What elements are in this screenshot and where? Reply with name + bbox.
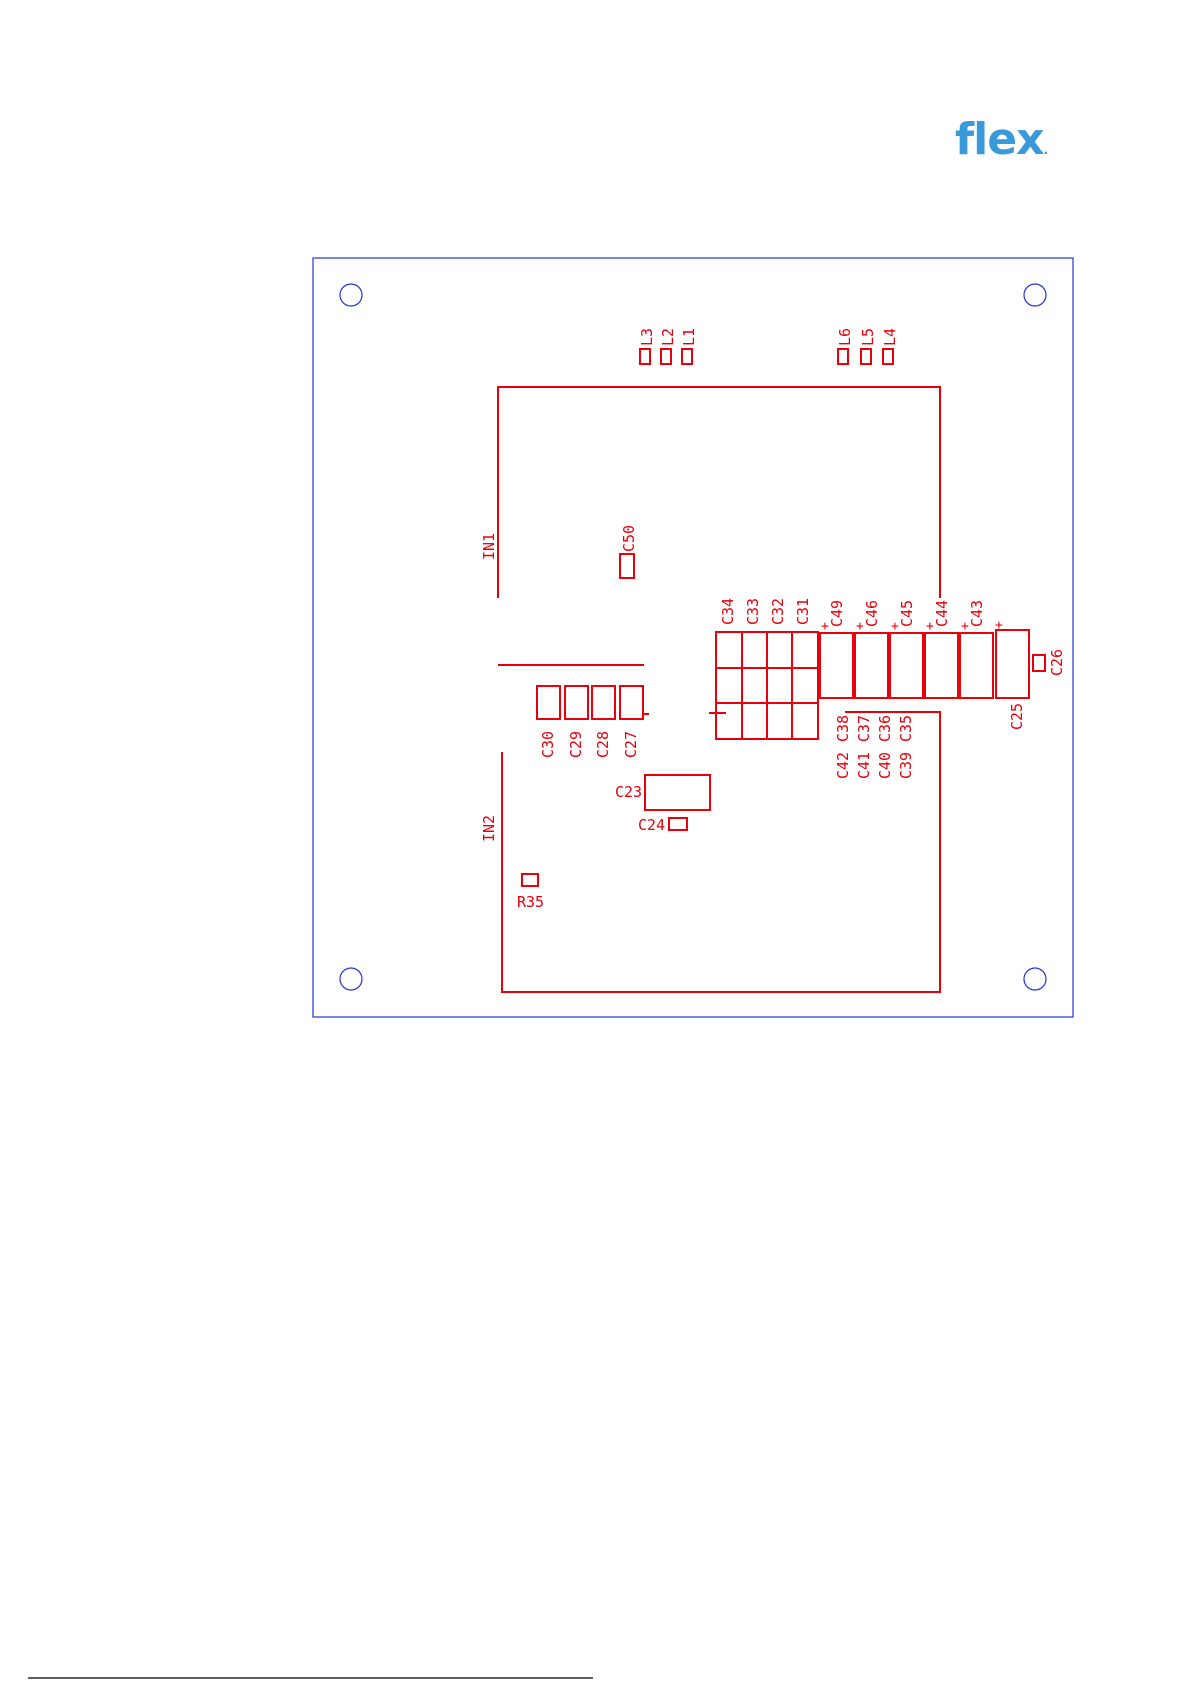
capacitor-c25 xyxy=(996,630,1029,698)
label-c39: C39 xyxy=(897,752,915,779)
label-l3: L3 xyxy=(638,328,656,346)
label-c50: C50 xyxy=(620,525,638,552)
footer-rule xyxy=(0,1676,1191,1685)
label-c32: C32 xyxy=(769,598,787,625)
label-c26: C26 xyxy=(1048,649,1066,676)
inductor-l1-pad xyxy=(682,349,692,364)
capacitor-c28 xyxy=(592,686,615,719)
capacitor-c43 xyxy=(960,633,993,698)
capacitor-c30 xyxy=(537,686,560,719)
label-c44: C44 xyxy=(933,600,951,627)
label-c49: C49 xyxy=(828,600,846,627)
label-c25: C25 xyxy=(1008,703,1026,730)
mounting-hole-bottom-right xyxy=(1024,968,1046,990)
label-l5: L5 xyxy=(859,328,877,346)
label-c41: C41 xyxy=(855,752,873,779)
capacitor-c44 xyxy=(925,633,958,698)
label-l1: L1 xyxy=(680,328,698,346)
label-in2: IN2 xyxy=(480,815,498,842)
label-c45: C45 xyxy=(898,600,916,627)
label-c36: C36 xyxy=(876,715,894,742)
label-c31: C31 xyxy=(794,598,812,625)
resistor-r35 xyxy=(522,874,538,886)
label-c35: C35 xyxy=(897,715,915,742)
label-c29: C29 xyxy=(567,731,585,758)
label-c43: C43 xyxy=(968,600,986,627)
inductor-l5-pad xyxy=(861,349,871,364)
inductor-l3-pad xyxy=(640,349,650,364)
inductor-l6-pad xyxy=(838,349,848,364)
capacitor-c24 xyxy=(669,818,687,830)
label-in1: IN1 xyxy=(480,533,498,560)
label-c46: C46 xyxy=(863,600,881,627)
mounting-hole-top-left xyxy=(340,284,362,306)
label-c40: C40 xyxy=(876,752,894,779)
capacitor-c49 xyxy=(820,633,853,698)
inductor-l4-pad xyxy=(883,349,893,364)
mounting-hole-bottom-left xyxy=(340,968,362,990)
inductor-l2-pad xyxy=(661,349,671,364)
label-c28: C28 xyxy=(594,731,612,758)
label-l2: L2 xyxy=(659,328,677,346)
label-c30: C30 xyxy=(539,731,557,758)
label-l4: L4 xyxy=(881,328,899,346)
capacitor-c26 xyxy=(1033,655,1045,671)
label-c23: C23 xyxy=(615,783,642,801)
label-c42: C42 xyxy=(834,752,852,779)
capacitor-c23 xyxy=(645,775,710,810)
label-c37: C37 xyxy=(855,715,873,742)
capacitor-c29 xyxy=(565,686,588,719)
label-c38: C38 xyxy=(834,715,852,742)
label-l6: L6 xyxy=(836,328,854,346)
module-outline-top xyxy=(498,387,940,598)
capacitor-c45 xyxy=(890,633,923,698)
capacitor-c50 xyxy=(620,554,634,578)
label-c27: C27 xyxy=(622,731,640,758)
label-c34: C34 xyxy=(719,598,737,625)
label-r35: R35 xyxy=(517,893,544,911)
label-c24: C24 xyxy=(638,816,665,834)
capacitor-c27 xyxy=(620,686,643,719)
capacitor-c46 xyxy=(855,633,888,698)
plus-sign: + xyxy=(995,618,1003,633)
mounting-hole-top-right xyxy=(1024,284,1046,306)
label-c33: C33 xyxy=(744,598,762,625)
